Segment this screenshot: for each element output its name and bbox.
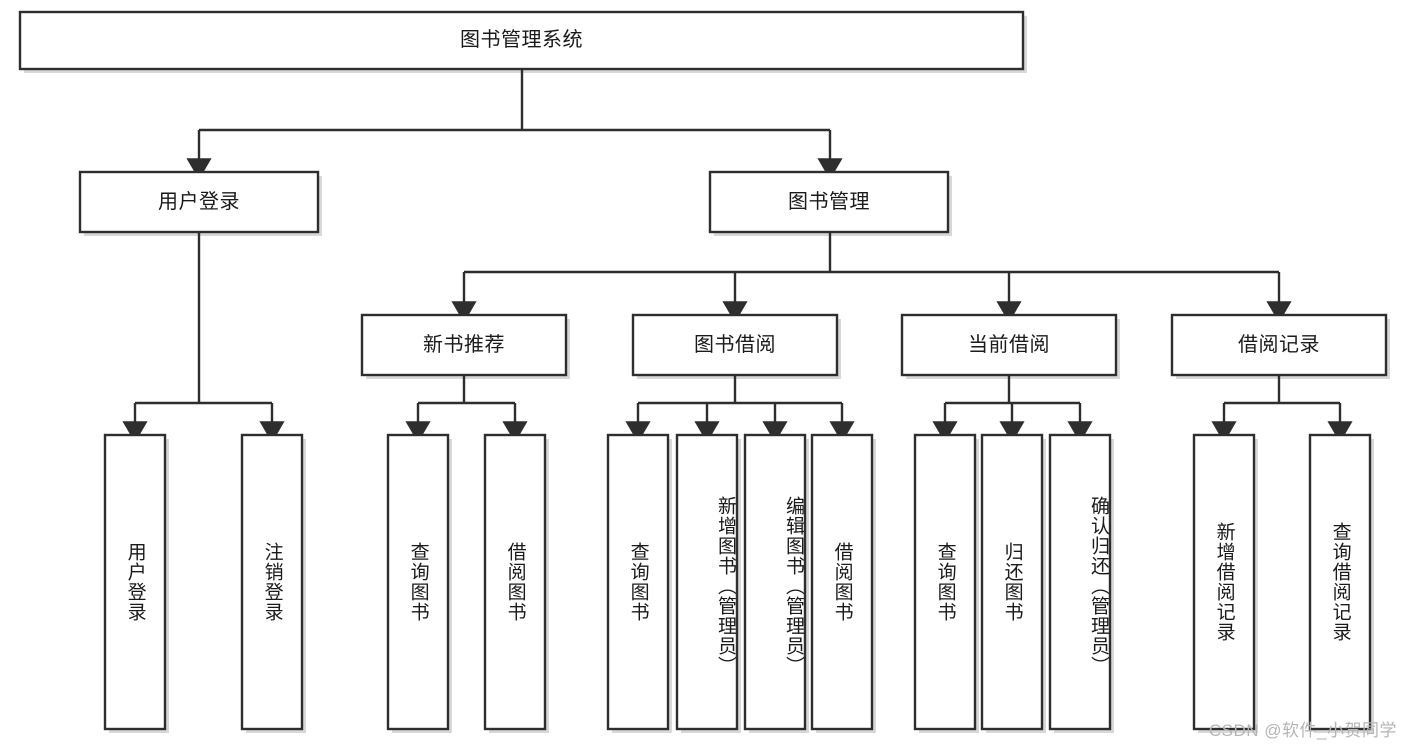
node-box-leaf-add-record[interactable] [1192, 433, 1256, 731]
connectors [122, 69, 1353, 443]
node-box-leaf-query-record[interactable] [1308, 433, 1372, 731]
node-box-leaf-add-book[interactable] [675, 433, 739, 731]
node-box-book-manage[interactable] [708, 170, 950, 234]
node-box-leaf-return-book[interactable] [980, 433, 1044, 731]
node-box-leaf-query-book-rec[interactable] [386, 433, 450, 731]
node-box-leaf-edit-book[interactable] [743, 433, 807, 731]
node-box-borrow-record[interactable] [1170, 313, 1388, 377]
node-box-new-book-rec[interactable] [360, 313, 568, 377]
node-boxes [18, 10, 1388, 731]
node-box-leaf-query-book-borrow[interactable] [606, 433, 670, 731]
node-box-leaf-logout[interactable] [240, 433, 304, 731]
node-box-leaf-confirm-return[interactable] [1048, 433, 1112, 731]
node-box-user-login[interactable] [78, 170, 320, 234]
node-box-current-borrow[interactable] [900, 313, 1118, 377]
node-box-root[interactable] [18, 10, 1025, 71]
node-box-leaf-user-login[interactable] [103, 433, 167, 731]
node-box-leaf-borrow-book[interactable] [810, 433, 874, 731]
node-box-leaf-borrow-book-rec[interactable] [483, 433, 547, 731]
node-box-leaf-query-book-cur[interactable] [913, 433, 977, 731]
node-box-book-borrow[interactable] [631, 313, 839, 377]
